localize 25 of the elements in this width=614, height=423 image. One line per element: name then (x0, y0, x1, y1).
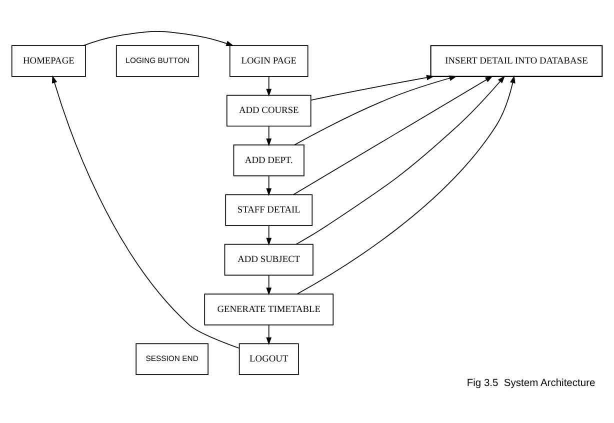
node-box: SESSION END (136, 342, 208, 374)
arrow (266, 174, 272, 196)
node-box: LOGING BUTTON (116, 44, 200, 76)
arrow (294, 75, 458, 145)
arrow (266, 125, 272, 146)
node-box: ADD DEPT. (233, 144, 304, 176)
arrow (83, 30, 234, 46)
node-box: LOGOUT (238, 342, 299, 374)
arrow (266, 324, 272, 345)
node-box: ADD SUBJECT (224, 243, 314, 276)
node-box: ADD COURSE (226, 94, 312, 126)
arrow (296, 75, 506, 244)
arrow (266, 224, 272, 246)
arrow (293, 75, 493, 195)
node-box: INSERT DETAIL INTO DATABASE (430, 44, 603, 76)
node-box: GENERATE TIMETABLE (204, 293, 334, 325)
node-box: STAFF DETAIL (225, 194, 313, 226)
arrow (266, 76, 272, 96)
node-box: HOMEPAGE (11, 44, 86, 76)
arrow (296, 74, 516, 294)
node-box: LOGIN PAGE (229, 44, 308, 76)
caption: Fig 3.5 System Architecture (466, 378, 596, 389)
arrow (266, 274, 272, 295)
arrow (310, 74, 434, 100)
arrow (52, 74, 240, 348)
